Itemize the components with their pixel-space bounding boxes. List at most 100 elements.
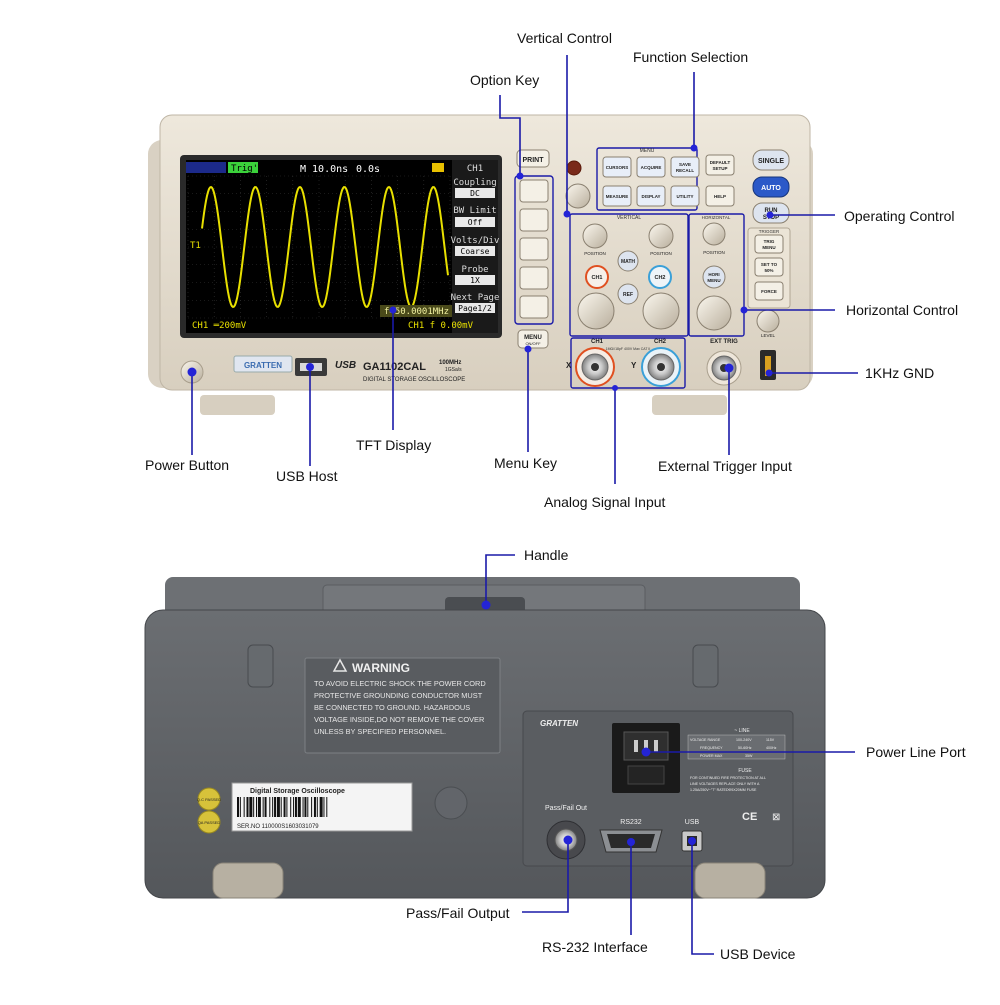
acquire-button[interactable] — [636, 156, 666, 178]
power-max-label: POWER MAX — [700, 754, 723, 758]
warning-icon — [332, 658, 348, 672]
callout-option-key: Option Key — [470, 72, 540, 88]
trig-menu-sub-label: MENU — [762, 245, 775, 250]
set-to-50-button[interactable] — [754, 257, 784, 277]
trig-state: Trig'd — [231, 164, 264, 174]
barcode-bar — [280, 797, 282, 817]
trigger-level-knob[interactable] — [756, 309, 780, 333]
dot-power-line — [641, 747, 651, 757]
help-button[interactable] — [705, 185, 735, 207]
rs232-label: RS232 — [620, 819, 642, 826]
trig-menu-button[interactable] — [754, 234, 784, 254]
force-button[interactable] — [754, 281, 784, 301]
barcode-bar — [302, 797, 304, 817]
warning-text: TO AVOID ELECTRIC SHOCK THE POWER CORDPR… — [314, 679, 486, 736]
fifty-label: 50% — [764, 268, 773, 273]
auto-label: AUTO — [761, 185, 781, 192]
callout-vertical-control: Vertical Control — [517, 30, 612, 46]
input-rating: 1MΩ//18pF 400V Max CAT II — [606, 347, 651, 351]
ch2-position-knob[interactable] — [648, 223, 674, 249]
usb-status-icon — [432, 163, 444, 172]
measure-label: MEASURE — [606, 194, 629, 199]
callout-1khz-gnd: 1KHz GND — [865, 365, 935, 381]
horizontal-position-knob[interactable] — [702, 222, 726, 246]
math-button[interactable] — [617, 250, 639, 272]
bandwidth-text: 100MHz — [439, 360, 461, 366]
option-key-2[interactable] — [519, 208, 549, 232]
option-key-3[interactable] — [519, 237, 549, 261]
utility-button[interactable] — [670, 185, 700, 207]
clip-right — [692, 644, 719, 688]
warning-line: TO AVOID ELECTRIC SHOCK THE POWER CORD — [314, 679, 486, 688]
print-button[interactable] — [516, 149, 550, 168]
barcode-bar — [264, 797, 267, 817]
weee-bin-icon: ⊠ — [772, 812, 780, 823]
display-label: DISPLAY — [641, 194, 660, 199]
ch1-position-label: POSITION — [584, 251, 606, 256]
waveform-trace — [201, 185, 449, 309]
trig-state-badge — [228, 162, 258, 173]
menu-bw-label: BW Limit — [453, 206, 496, 216]
usb-device-label: USB — [685, 819, 700, 826]
option-key-1[interactable] — [519, 179, 549, 203]
barcode-bar — [326, 797, 328, 817]
hori-menu-button[interactable] — [702, 265, 726, 289]
callout-usb-host: USB Host — [276, 468, 338, 484]
display-button[interactable] — [636, 185, 666, 207]
ch1-button[interactable] — [585, 265, 609, 289]
callout-pass-fail-output: Pass/Fail Output — [406, 905, 510, 921]
auto-button[interactable] — [752, 176, 790, 198]
callout-power-button: Power Button — [145, 457, 230, 473]
run-label: RUN — [765, 208, 778, 214]
barcode-bar — [297, 797, 301, 817]
qc-badge-label: Q.C PASSED — [197, 797, 221, 802]
barcode-bar — [253, 797, 255, 817]
ch2-button[interactable] — [648, 265, 672, 289]
barcode — [237, 797, 328, 817]
leader-handle — [485, 554, 515, 605]
ce-mark: CE — [742, 811, 757, 823]
barcode-bar — [286, 797, 288, 817]
horizontal-control-group — [688, 213, 745, 337]
default-setup-button[interactable] — [705, 154, 735, 176]
ch1-position-knob[interactable] — [582, 223, 608, 249]
timebase-knob[interactable] — [696, 295, 732, 331]
cursors-button[interactable] — [602, 156, 632, 178]
callout-dots — [187, 144, 774, 846]
dot-menu-key — [524, 345, 532, 353]
menu-button[interactable] — [517, 329, 549, 349]
back-panel: WARNING TO AVOID ELECTRIC SHOCK THE POWE… — [144, 577, 826, 899]
barcode-bar — [319, 797, 323, 817]
ch2-jack-label: CH2 — [654, 339, 667, 345]
barcode-bar — [246, 797, 249, 817]
serial-number: SER.NO 110000S1603031079 — [237, 824, 319, 830]
channel-scale: CH1 ═200mV — [192, 321, 247, 331]
measure-button[interactable] — [602, 185, 632, 207]
barcode-bar — [293, 797, 295, 817]
ch2-volts-knob[interactable] — [642, 292, 680, 330]
single-button[interactable] — [752, 149, 790, 171]
power-indicator-led — [566, 160, 582, 176]
ref-button[interactable] — [617, 283, 639, 305]
brand-badge — [233, 355, 293, 373]
barcode-bar — [294, 797, 297, 817]
fuse-line: 1.25A/250V~"T" RATEDΦ5X20MM FUSE — [690, 788, 757, 792]
barcode-bar — [311, 797, 313, 817]
ch1-volts-knob[interactable] — [577, 292, 615, 330]
barcode-bar — [257, 797, 261, 817]
multipurpose-knob[interactable] — [565, 183, 591, 209]
dot-pass-fail — [563, 835, 573, 845]
acquire-label: ACQUIRE — [641, 165, 662, 170]
save-label: SAVE — [679, 162, 691, 167]
warning-plate — [304, 657, 501, 754]
barcode-bar — [262, 797, 264, 817]
timebase-readout: M 10.0ns — [300, 164, 348, 175]
cursors-label: CURSORS — [606, 165, 629, 170]
option-key-4[interactable] — [519, 266, 549, 290]
option-key-5[interactable] — [519, 295, 549, 319]
fuse-text: FOR CONTINUED FIRE PROTECTION AT ALLLINE… — [690, 776, 766, 792]
fuse-line: LINE VOLTAGES REPLACE ONLY WITH A — [690, 782, 760, 786]
save-recall-button[interactable] — [670, 156, 700, 178]
callout-function-selection: Function Selection — [633, 49, 749, 65]
